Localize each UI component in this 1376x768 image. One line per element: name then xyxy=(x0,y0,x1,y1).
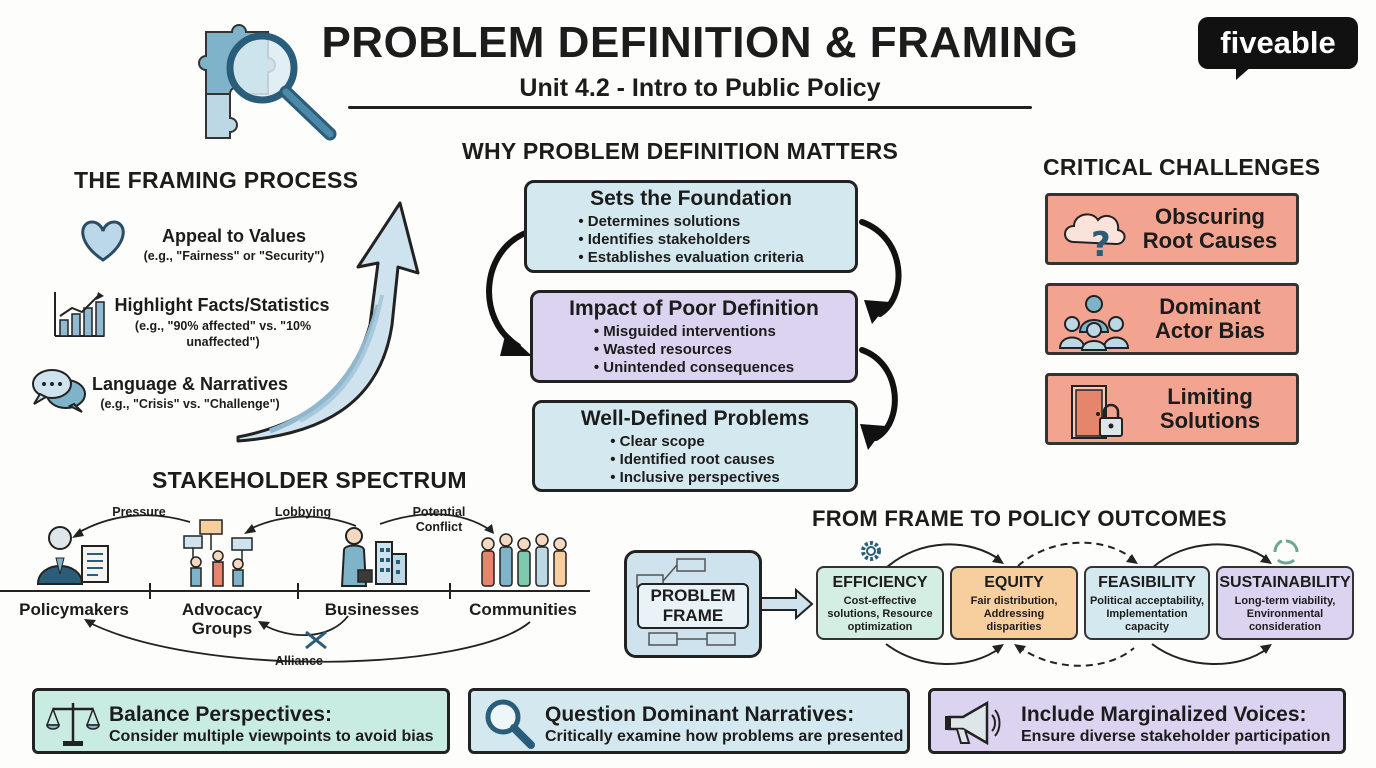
page-subtitle: Unit 4.2 - Intro to Public Policy xyxy=(519,74,881,102)
tip-desc: Consider multiple viewpoints to avoid bi… xyxy=(109,728,434,745)
tip-desc: Critically examine how problems are pres… xyxy=(545,728,904,745)
speech-bubbles-icon xyxy=(30,366,88,414)
relation-alliance-label: Alliance xyxy=(275,654,323,668)
card-bullet: Misguided interventions xyxy=(594,323,794,341)
card-bullet: Identifies stakeholders xyxy=(578,231,803,249)
framing-item-example: (e.g., "90% affected" vs. "10% unaffecte… xyxy=(134,319,312,349)
framing-item-label: Appeal to Values xyxy=(161,226,307,246)
tip-title: Question Dominant Narratives: xyxy=(545,703,855,726)
framing-item-example: (e.g., "Crisis" vs. "Challenge") xyxy=(100,397,280,411)
card-bullet: Clear scope xyxy=(610,433,780,451)
problem-frame-label: PROBLEM FRAME xyxy=(637,583,749,629)
card-bullet: Determines solutions xyxy=(578,213,803,231)
growth-arrow-icon xyxy=(230,195,430,445)
stakeholder-connectors xyxy=(0,500,600,680)
framing-item-example: (e.g., "Fairness" or "Security") xyxy=(143,249,325,263)
advocacy-group-icon xyxy=(180,516,256,588)
outcome-title: EQUITY xyxy=(984,574,1044,591)
gear-icon xyxy=(858,538,884,564)
title-divider xyxy=(348,106,1032,109)
logo-tail xyxy=(1236,66,1252,80)
card-bullet: Identified root causes xyxy=(610,451,780,469)
tip-question-narratives: Question Dominant Narratives: Critically… xyxy=(468,688,910,754)
scales-icon xyxy=(45,697,101,749)
actor-businesses: Businesses xyxy=(324,600,420,619)
card-poor-definition: Impact of Poor Definition Misguided inte… xyxy=(530,290,858,383)
recycle-icon xyxy=(1272,538,1300,566)
megaphone-icon xyxy=(943,699,1001,749)
policymaker-icon xyxy=(34,524,112,586)
why-matters-heading: WHY PROBLEM DEFINITION MATTERS xyxy=(462,138,899,164)
card-title: Impact of Poor Definition xyxy=(569,297,819,320)
fiveable-logo[interactable]: fiveable xyxy=(1198,17,1358,69)
card-bullet: Establishes evaluation criteria xyxy=(578,249,804,267)
card-bullets: Misguided interventions Wasted resources… xyxy=(594,323,794,377)
challenge-label: Obscuring Root Causes xyxy=(1142,204,1278,253)
card-bullet: Wasted resources xyxy=(594,341,794,359)
puzzle-magnifier-icon xyxy=(196,20,346,145)
challenges-heading: CRITICAL CHALLENGES xyxy=(1043,154,1321,180)
magnifier-icon xyxy=(481,697,537,751)
framing-item-label: Highlight Facts/Statistics xyxy=(114,295,330,315)
outcome-desc: Cost-effective solutions, Resource optim… xyxy=(827,595,933,633)
outcome-efficiency: EFFICIENCY Cost-effective solutions, Res… xyxy=(816,566,944,640)
challenge-dominant-actor-bias: Dominant Actor Bias xyxy=(1045,283,1299,355)
card-well-defined: Well-Defined Problems Clear scope Identi… xyxy=(532,400,858,492)
tip-balance-perspectives: Balance Perspectives: Consider multiple … xyxy=(32,688,450,754)
locked-door-icon xyxy=(1066,382,1128,442)
challenge-obscuring-root-causes: ? Obscuring Root Causes xyxy=(1045,193,1299,265)
tip-include-voices: Include Marginalized Voices: Ensure dive… xyxy=(928,688,1346,754)
actor-policymakers: Policymakers xyxy=(19,600,129,619)
relation-conflict-label: Potential Conflict xyxy=(412,505,466,534)
svg-text:?: ? xyxy=(1091,225,1111,260)
bar-chart-icon xyxy=(52,290,106,338)
card-bullets: Determines solutions Identifies stakehol… xyxy=(578,213,804,267)
card-bullet: Inclusive perspectives xyxy=(610,469,780,487)
tip-title: Include Marginalized Voices: xyxy=(1021,703,1307,726)
actor-communities: Communities xyxy=(469,600,577,619)
problem-frame-box: PROBLEM FRAME xyxy=(624,550,762,658)
framing-item-label: Language & Narratives xyxy=(91,374,289,394)
page-title: PROBLEM DEFINITION & FRAMING xyxy=(321,18,1079,67)
business-icon xyxy=(336,526,410,588)
stakeholder-heading: STAKEHOLDER SPECTRUM xyxy=(152,467,467,493)
outcome-desc: Fair distribution, Addressing disparitie… xyxy=(970,595,1058,633)
outcome-desc: Long-term viability, Environmental consi… xyxy=(1234,595,1336,633)
actor-advocacy-groups: Advocacy Groups xyxy=(181,600,263,638)
outcome-feasibility: FEASIBILITY Political acceptability, Imp… xyxy=(1084,566,1210,640)
challenge-limiting-solutions: Limiting Solutions xyxy=(1045,373,1299,445)
outcome-title: EFFICIENCY xyxy=(832,574,928,591)
card-title: Well-Defined Problems xyxy=(580,407,810,430)
card-title: Sets the Foundation xyxy=(590,187,792,210)
tip-title: Balance Perspectives: xyxy=(109,703,332,726)
challenge-label: Limiting Solutions xyxy=(1159,384,1261,433)
outcome-title: FEASIBILITY xyxy=(1098,574,1196,591)
outcome-title: SUSTAINABILITY xyxy=(1219,574,1351,591)
relation-pressure-label: Pressure xyxy=(112,505,166,519)
group-people-icon xyxy=(1058,292,1130,352)
card-bullet: Unintended consequences xyxy=(594,359,794,377)
flow-arrows xyxy=(470,210,920,460)
outcome-sustainability: SUSTAINABILITY Long-term viability, Envi… xyxy=(1216,566,1354,640)
relation-lobbying-label: Lobbying xyxy=(274,505,332,519)
community-icon xyxy=(476,530,572,588)
card-bullets: Clear scope Identified root causes Inclu… xyxy=(610,433,780,487)
framing-process-heading: THE FRAMING PROCESS xyxy=(74,167,359,193)
outcomes-heading: FROM FRAME TO POLICY OUTCOMES xyxy=(812,506,1227,531)
tip-desc: Ensure diverse stakeholder participation xyxy=(1021,728,1331,745)
outcome-equity: EQUITY Fair distribution, Addressing dis… xyxy=(950,566,1078,640)
heart-icon xyxy=(78,218,128,264)
challenge-label: Dominant Actor Bias xyxy=(1154,294,1266,343)
card-sets-foundation: Sets the Foundation Determines solutions… xyxy=(524,180,858,273)
cloud-question-icon: ? xyxy=(1058,204,1130,265)
outcome-desc: Political acceptability, Implementation … xyxy=(1089,595,1205,633)
outcome-arrows xyxy=(620,536,1370,676)
